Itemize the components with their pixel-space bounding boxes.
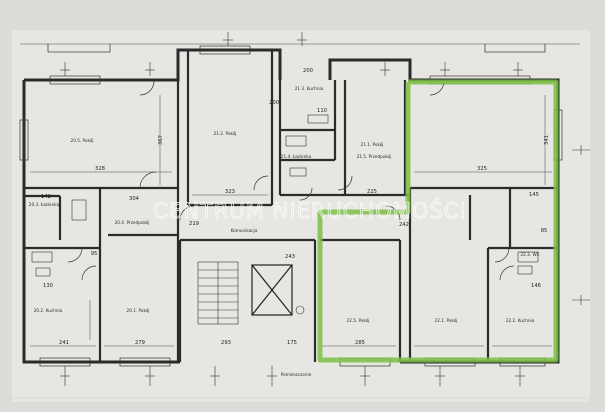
dim-95: 95	[91, 251, 98, 257]
dim-293: 293	[221, 340, 231, 346]
fixtures	[31, 114, 539, 315]
room-label-20-5: 20.5. Pokój	[71, 138, 94, 143]
axis-markers	[60, 32, 590, 386]
elevator-shaft	[251, 264, 293, 316]
dim-304: 304	[129, 196, 140, 202]
room-labels: 20.5. Pokój 21.2. Pokój 21.3. Kuchnia 21…	[29, 86, 540, 377]
dimension-labels: 328 323 200 110 225 325 367 341 304 142 …	[41, 68, 550, 346]
room-label-storage: Pomieszczenie	[281, 372, 312, 377]
dim-241: 241	[59, 340, 69, 346]
dim-146: 146	[531, 283, 541, 289]
dim-142: 142	[41, 194, 51, 200]
dim-85: 85	[541, 228, 548, 234]
room-label-21-4: 21.4. Łazienka	[281, 154, 312, 159]
dim-200: 200	[303, 68, 313, 74]
dim-243: 243	[285, 254, 295, 260]
dim-325: 325	[477, 166, 487, 172]
dim-110: 110	[317, 108, 327, 114]
room-label-21-1: 21.1. Pokój	[361, 142, 384, 147]
door-swings	[67, 80, 515, 281]
dim-279: 279	[135, 340, 145, 346]
watermark: CENTRUM NIERUCHOMOŚCI	[153, 198, 466, 223]
room-label-22-2: 22.2. Kuchnia	[506, 318, 535, 323]
paper-sheet	[12, 30, 590, 402]
room-label-20-1: 20.1. Pokój	[127, 308, 150, 313]
dim-219: 219	[189, 221, 199, 227]
room-label-22-3: 22.3. WC	[520, 252, 539, 257]
dim-367: 367	[158, 135, 164, 145]
selected-apartment-highlight	[317, 79, 559, 363]
dim-328: 328	[95, 166, 105, 172]
inner-walls	[24, 50, 558, 362]
room-label-22-1: 22.1. Pokój	[435, 318, 458, 323]
dim-285: 285	[355, 340, 365, 346]
balcony-outline	[20, 43, 580, 53]
dim-242: 242	[399, 222, 409, 228]
room-label-21-2: 21.2. Pokój	[214, 131, 237, 136]
dim-145: 145	[529, 192, 539, 198]
dim-175: 175	[287, 340, 297, 346]
staircase	[197, 261, 239, 325]
room-label-communication: Komunikacja	[231, 228, 258, 233]
room-label-21-3: 21.3. Kuchnia	[295, 86, 324, 91]
dim-130: 130	[43, 283, 53, 289]
dim-200-b: 200	[269, 100, 279, 106]
room-label-21-5: 21.5. Przedpokój	[357, 154, 392, 159]
dimension-lines	[30, 95, 552, 347]
paper-texture	[0, 13, 605, 399]
room-label-22-5: 22.5. Pokój	[347, 318, 370, 323]
room-label-20-4: 20.4. Przedpokój	[115, 220, 150, 225]
room-label-20-3: 20.3. Łazienka	[29, 202, 60, 207]
dim-341: 341	[544, 135, 550, 145]
room-label-20-2: 20.2. Kuchnia	[34, 308, 63, 313]
dim-225: 225	[367, 189, 377, 195]
dim-323: 323	[225, 189, 235, 195]
